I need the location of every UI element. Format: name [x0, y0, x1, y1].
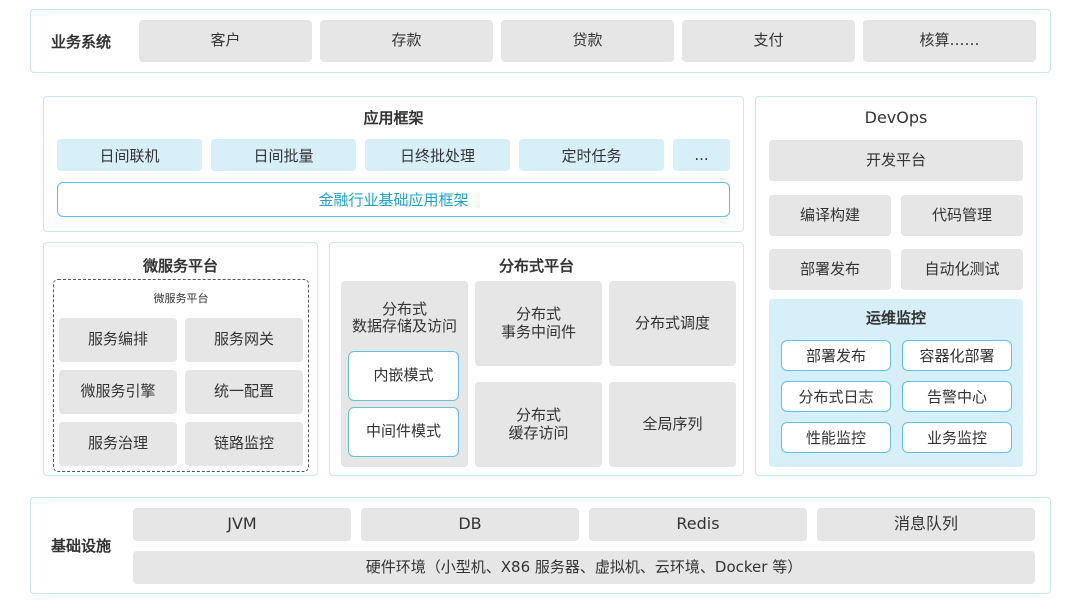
distributed-cache: 分布式 缓存访问 — [475, 382, 602, 467]
business-payment: 支付 — [682, 20, 855, 62]
ops-performance-monitor: 性能监控 — [781, 422, 891, 453]
ops-monitoring-group: 运维监控 部署发布 容器化部署 分布式日志 告警中心 性能监控 业务监控 — [769, 299, 1023, 467]
trace-monitoring: 链路监控 — [185, 422, 303, 466]
embedded-mode: 内嵌模式 — [348, 351, 459, 401]
devops-title: DevOps — [864, 108, 928, 127]
infra-redis: Redis — [589, 508, 807, 541]
devops-panel: DevOps 开发平台 编译构建 代码管理 部署发布 自动化测试 运维监控 部署… — [755, 96, 1037, 476]
distributed-platform-title: 分布式平台 — [498, 257, 574, 275]
global-sequence: 全局序列 — [609, 382, 736, 467]
application-framework-panel: 应用框架 日间联机 日间批量 日终批处理 定时任务 ... 金融行业基础应用框架 — [43, 96, 744, 232]
microservice-platform-title: 微服务平台 — [142, 257, 218, 275]
service-governance: 服务治理 — [59, 422, 177, 466]
ops-distributed-log: 分布式日志 — [781, 381, 891, 412]
ops-container-deploy: 容器化部署 — [902, 340, 1012, 371]
business-accounting: 核算…… — [863, 20, 1036, 62]
infra-message-queue: 消息队列 — [817, 508, 1035, 541]
business-systems-layer: 业务系统 客户 存款 贷款 支付 核算…… — [30, 9, 1051, 73]
framework-more: ... — [673, 139, 730, 171]
infra-jvm: JVM — [133, 508, 351, 541]
ops-deploy-release: 部署发布 — [781, 340, 891, 371]
application-framework-title: 应用框架 — [363, 109, 424, 127]
business-deposit: 存款 — [320, 20, 493, 62]
deploy-release: 部署发布 — [769, 249, 891, 290]
business-customer: 客户 — [139, 20, 312, 62]
ops-alert-center: 告警中心 — [902, 381, 1012, 412]
infrastructure-layer: 基础设施 JVM DB Redis 消息队列 硬件环境（小型机、X86 服务器、… — [30, 497, 1051, 594]
unified-config: 统一配置 — [185, 370, 303, 414]
code-management: 代码管理 — [901, 195, 1023, 236]
ops-business-monitor: 业务监控 — [902, 422, 1012, 453]
automated-testing: 自动化测试 — [901, 249, 1023, 290]
compile-build: 编译构建 — [769, 195, 891, 236]
dev-platform: 开发平台 — [769, 140, 1023, 181]
framework-scheduled-task: 定时任务 — [519, 139, 664, 171]
microservice-platform-panel: 微服务平台 微服务平台 服务编排 服务网关 微服务引擎 统一配置 服务治理 链路… — [43, 242, 318, 476]
business-systems-label: 业务系统 — [51, 33, 112, 51]
middleware-mode: 中间件模式 — [348, 407, 459, 457]
microservice-inner-frame: 微服务平台 服务编排 服务网关 微服务引擎 统一配置 服务治理 链路监控 — [53, 279, 309, 472]
financial-base-framework: 金融行业基础应用框架 — [57, 182, 730, 217]
infrastructure-label: 基础设施 — [51, 537, 112, 555]
distributed-platform-panel: 分布式平台 分布式 数据存储及访问 内嵌模式 中间件模式 分布式 事务中间件 分… — [329, 242, 744, 476]
distributed-storage-label: 分布式 数据存储及访问 — [351, 300, 457, 336]
microservice-engine: 微服务引擎 — [59, 370, 177, 414]
distributed-transaction: 分布式 事务中间件 — [475, 281, 602, 366]
framework-eod-batch: 日终批处理 — [365, 139, 510, 171]
ops-monitoring-title: 运维监控 — [865, 309, 926, 327]
microservice-inner-title: 微服务平台 — [153, 292, 209, 305]
distributed-storage-group: 分布式 数据存储及访问 内嵌模式 中间件模式 — [341, 281, 468, 467]
distributed-scheduling: 分布式调度 — [609, 281, 736, 366]
framework-online: 日间联机 — [57, 139, 202, 171]
infra-hardware: 硬件环境（小型机、X86 服务器、虚拟机、云环境、Docker 等） — [133, 551, 1035, 584]
service-gateway: 服务网关 — [185, 318, 303, 362]
framework-daily-batch: 日间批量 — [211, 139, 356, 171]
service-orchestration: 服务编排 — [59, 318, 177, 362]
business-loan: 贷款 — [501, 20, 674, 62]
infra-db: DB — [361, 508, 579, 541]
